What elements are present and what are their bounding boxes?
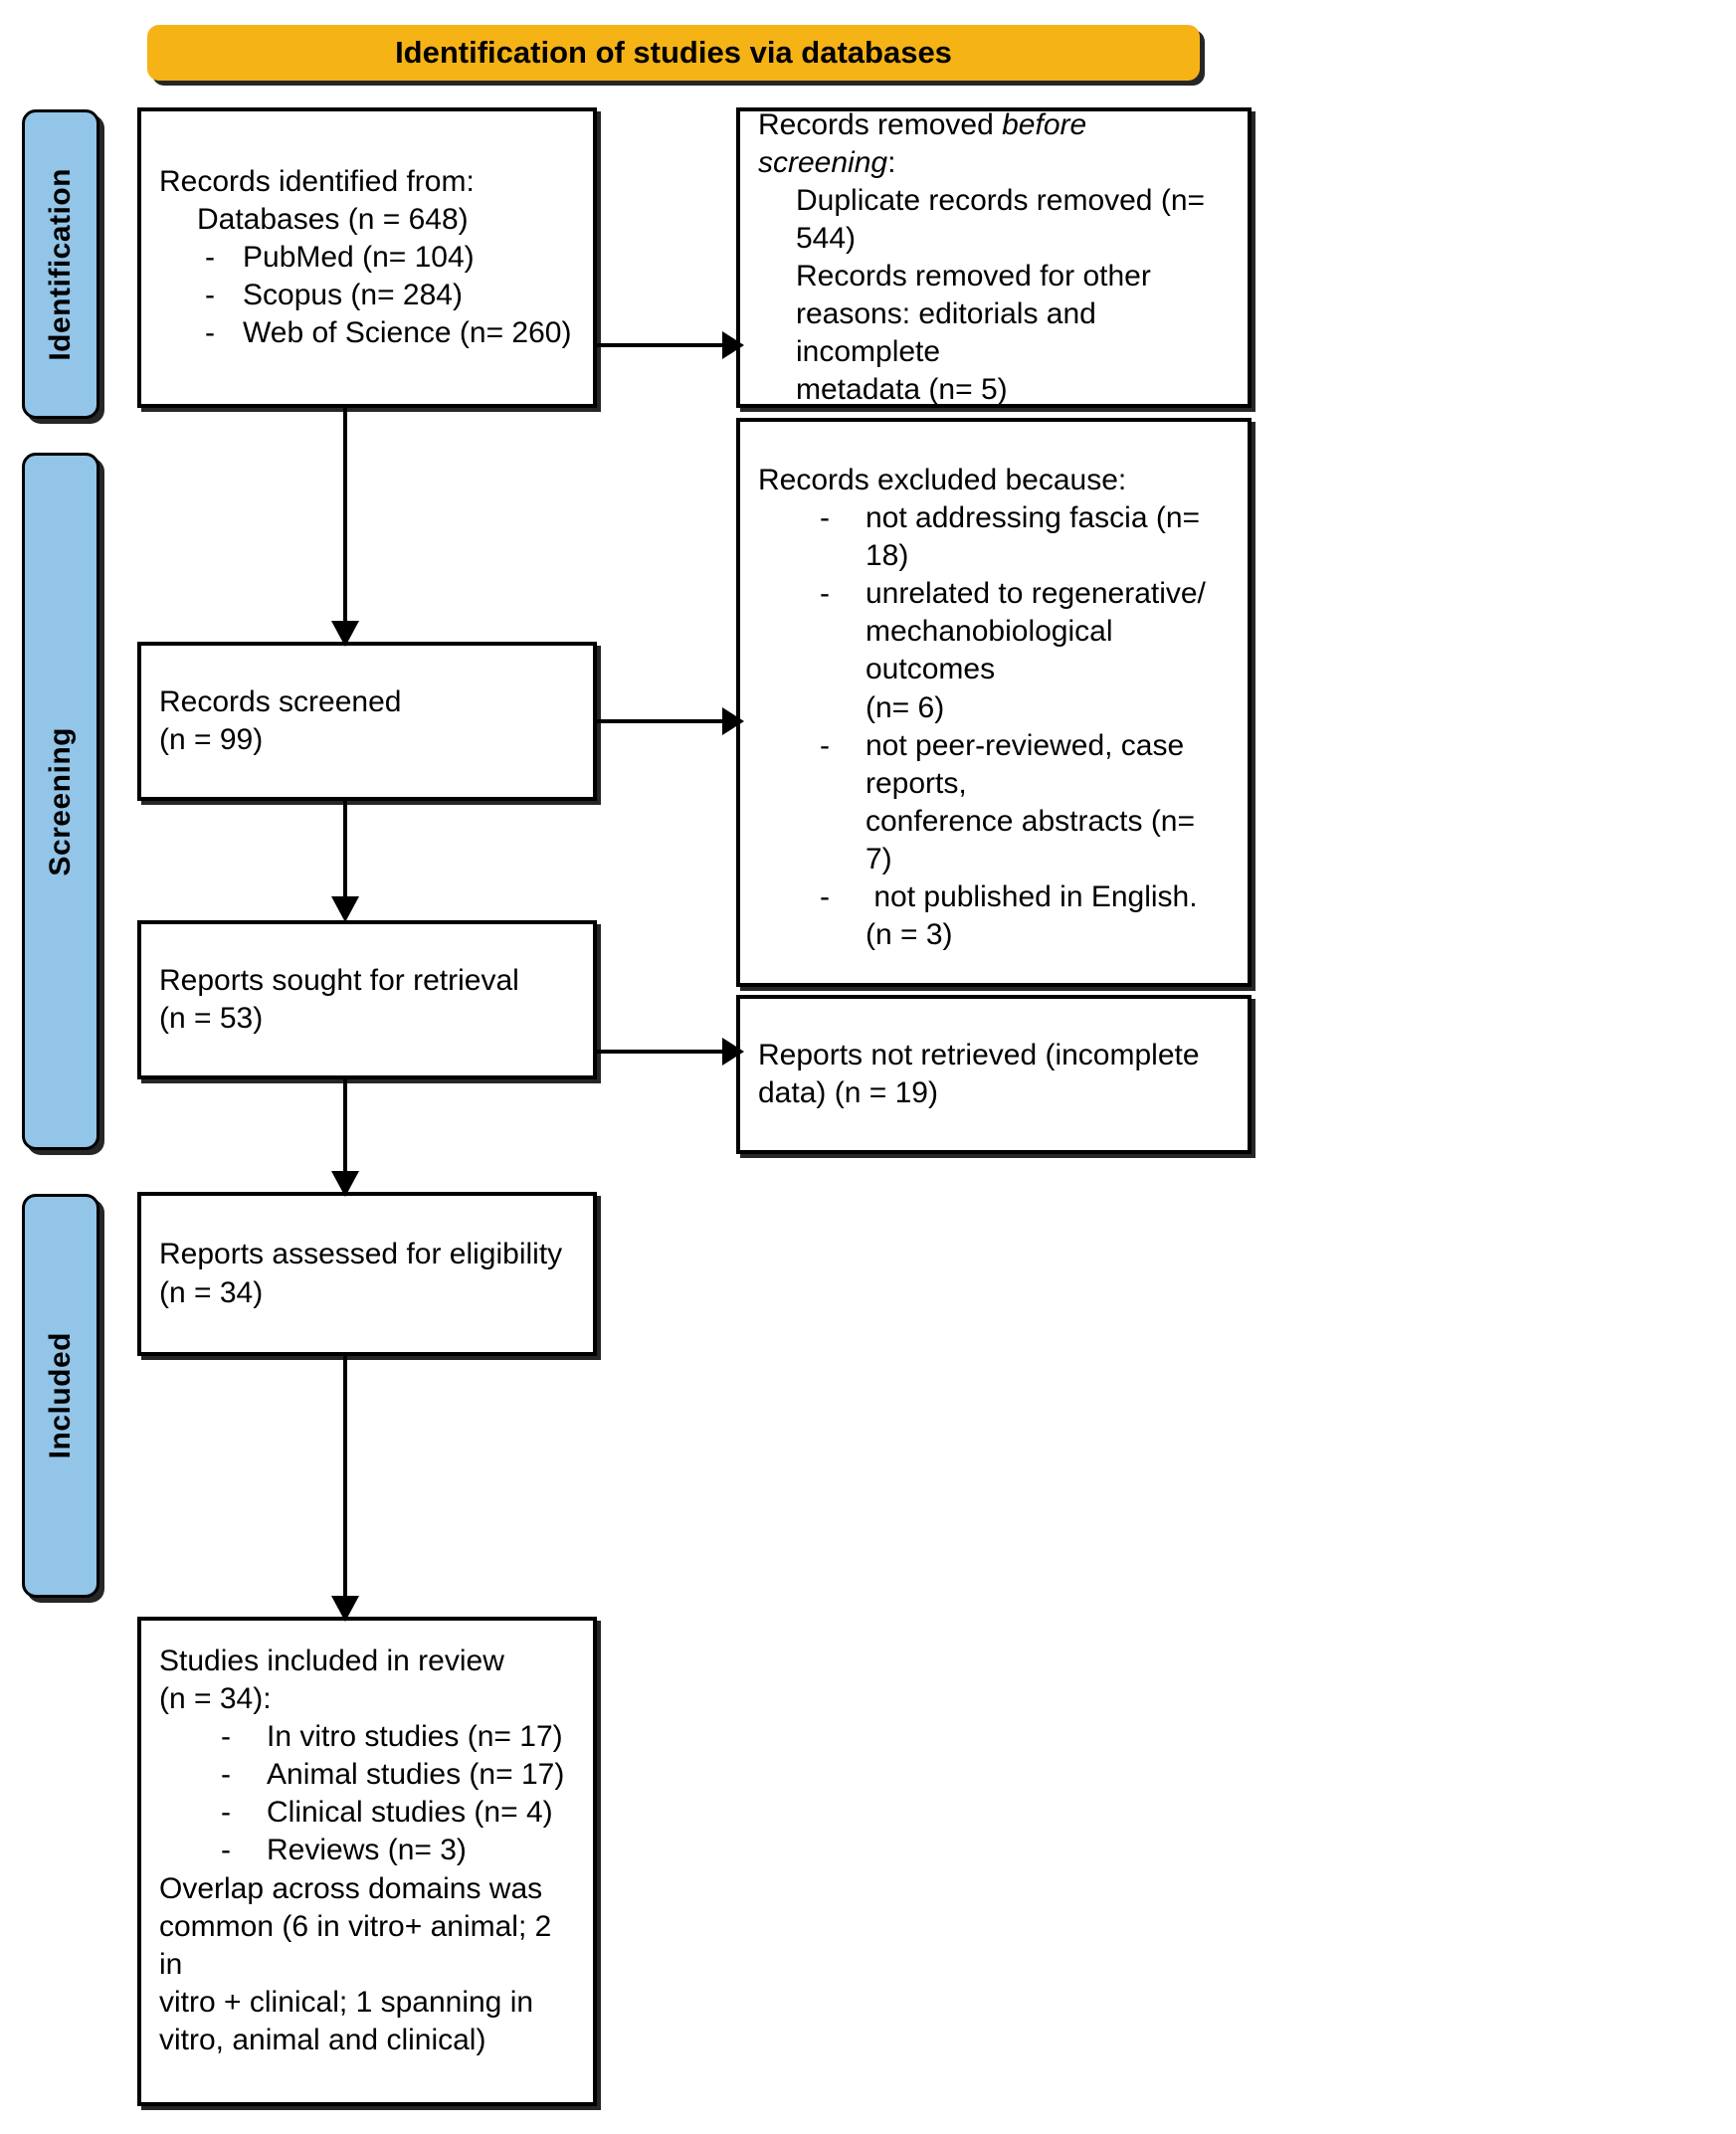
bullet-text: Scopus (n= 284) [243,279,463,312]
box-studies-included: Studies included in review (n = 34): - I… [137,1617,597,2106]
bullet-dash: - [221,1834,231,1867]
box-reports-sought-for-retrieval: Reports sought for retrieval (n = 53) [137,920,597,1079]
records-excluded-item-not-peer-reviewed: - not peer-reviewed, case reports, confe… [758,727,1230,878]
bullet-text: Web of Science (n= 260) [243,316,572,350]
box-records-screened: Records screened (n = 99) [137,642,597,801]
bullet-dash: - [205,279,215,312]
studies-included-item-animal: - Animal studies (n= 17) [159,1756,575,1794]
records-removed-line-duplicates-count: 544) [796,221,857,255]
box-records-removed-before-screening: Records removed before screening: Duplic… [736,107,1252,408]
records-excluded-item-unrelated: - unrelated to regenerative/ mechanobiol… [758,575,1230,726]
records-removed-line-other-1: Records removed for other [796,260,1151,292]
bullet-text: Reviews (n= 3) [267,1834,467,1867]
box-reports-assessed-for-eligibility: Reports assessed for eligibility (n = 34… [137,1192,597,1356]
bullet-text: Clinical studies (n= 4) [267,1796,553,1830]
studies-included-footer-2: common (6 in vitro+ animal; 2 in [159,1909,560,1981]
studies-included-item-reviews: - Reviews (n= 3) [159,1832,575,1869]
bullet-text: not peer-reviewed, case reports, confere… [866,728,1196,875]
studies-included-line2: (n = 34): [159,1682,272,1716]
records-identified-heading: Records identified from: [159,164,475,198]
box-records-identified: Records identified from: Databases (n = … [137,107,597,408]
arrow-identified-to-screened [325,408,365,647]
bullet-dash: - [221,1796,231,1830]
records-removed-heading-post: : [887,145,896,179]
records-removed-heading: Records removed before screening: [758,106,1230,182]
bullet-dash: - [820,577,830,611]
bullet-dash: - [820,728,830,762]
reports-not-retrieved-line1: Reports not retrieved (incomplete [758,1038,1200,1071]
records-identified-subheading: Databases (n = 648) [197,202,469,236]
phase-label-screening: Screening [44,726,77,876]
records-removed-line-other-3: metadata (n= 5) [796,373,1008,407]
records-removed-line-duplicates: Duplicate records removed (n= [796,183,1206,217]
phase-bar-screening: Screening [22,453,99,1150]
reports-assessed-line1: Reports assessed for eligibility [159,1238,563,1271]
records-excluded-item-not-english: - not published in English. (n = 3) [758,878,1230,954]
bullet-text: Animal studies (n= 17) [267,1758,565,1792]
records-screened-line2: (n = 99) [159,723,264,756]
arrow-assessed-to-included [325,1355,365,1622]
records-identified-item-scopus: - Scopus (n= 284) [159,277,575,314]
bullet-text: In vitro studies (n= 17) [267,1720,563,1754]
records-excluded-heading: Records excluded because: [758,464,1127,496]
studies-included-item-in-vitro: - In vitro studies (n= 17) [159,1718,575,1756]
phase-bar-identification: Identification [22,109,99,419]
studies-included-item-clinical: - Clinical studies (n= 4) [159,1794,575,1832]
bullet-dash: - [205,240,215,274]
phase-label-identification: Identification [44,167,77,361]
bullet-text: PubMed (n= 104) [243,240,475,274]
reports-sought-line2: (n = 53) [159,1002,264,1035]
reports-sought-line1: Reports sought for retrieval [159,963,519,997]
records-screened-line1: Records screened [159,684,402,718]
records-identified-item-pubmed: - PubMed (n= 104) [159,239,575,277]
bullet-text: unrelated to regenerative/ mechanobiolog… [866,577,1206,724]
arrow-screened-to-excluded [595,699,744,743]
arrow-screened-to-sought [325,801,365,922]
studies-included-footer-4: vitro, animal and clinical) [159,2023,486,2056]
bullet-text: not published in English. (n = 3) [866,880,1206,952]
arrow-sought-to-assessed [325,1079,365,1197]
box-records-excluded: Records excluded because: - not addressi… [736,418,1252,987]
banner-identification-via-databases: Identification of studies via databases [147,25,1200,81]
bullet-dash: - [221,1720,231,1754]
arrow-identified-to-removed [595,323,744,367]
records-removed-heading-pre: Records removed [758,107,1003,141]
phase-bar-included: Included [22,1194,99,1598]
studies-included-footer-3: vitro + clinical; 1 spanning in [159,1985,534,2019]
bullet-dash: - [820,501,830,535]
records-identified-item-web-of-science: - Web of Science (n= 260) [159,314,575,352]
records-excluded-item-fascia: - not addressing fascia (n= 18) [758,499,1230,575]
reports-assessed-line2: (n = 34) [159,1275,264,1309]
arrow-sought-to-not-retrieved [595,1030,744,1073]
phase-label-included: Included [44,1332,77,1459]
box-reports-not-retrieved: Reports not retrieved (incomplete data) … [736,995,1252,1154]
bullet-text: not addressing fascia (n= 18) [866,501,1209,573]
records-removed-line-other-2: reasons: editorials and incomplete [796,297,1105,369]
bullet-dash: - [205,316,215,350]
studies-included-line1: Studies included in review [159,1645,504,1677]
studies-included-footer-1: Overlap across domains was [159,1871,543,1905]
bullet-dash: - [820,880,830,914]
bullet-dash: - [221,1758,231,1792]
banner-title: Identification of studies via databases [395,35,952,70]
records-removed-heading-italic: before screening [758,107,1095,179]
reports-not-retrieved-line2: data) (n = 19) [758,1076,938,1109]
